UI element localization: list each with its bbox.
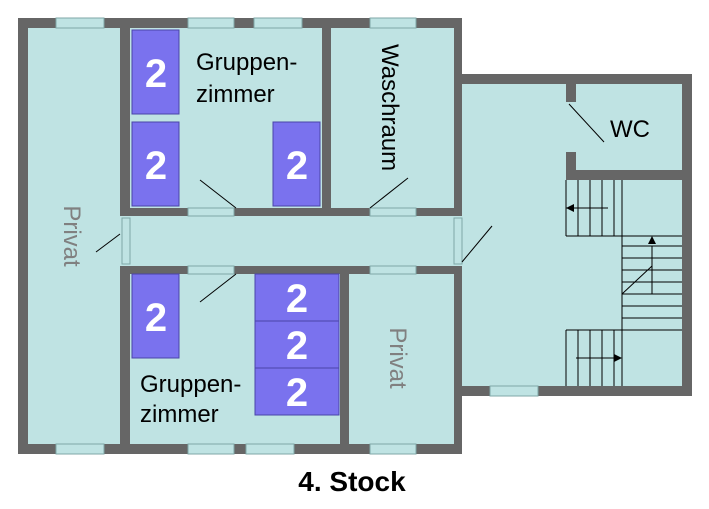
bed-bottom-3-label: 2 <box>286 324 308 368</box>
label-group-room-bottom-line1: Gruppen- <box>140 371 241 398</box>
label-group-room-top-line2: zimmer <box>196 81 275 108</box>
bed-bottom-3 <box>254 320 340 369</box>
label-wc: WC <box>610 116 650 143</box>
bed-top-1 <box>131 29 180 115</box>
bed-top-2 <box>131 121 180 207</box>
wc-door-swing <box>568 103 605 143</box>
bed-top-3 <box>272 121 321 207</box>
room-washroom <box>331 28 454 208</box>
bed-top-2-label: 2 <box>145 144 167 188</box>
beds-top: 2 2 2 <box>131 29 321 207</box>
stair-arrow-left <box>566 204 574 212</box>
staircase <box>565 180 682 386</box>
label-washroom: Waschraum <box>376 44 403 171</box>
label-group-room-bottom-line2: zimmer <box>140 401 219 428</box>
bed-bottom-2-label: 2 <box>286 277 308 321</box>
bed-top-3-label: 2 <box>286 144 308 188</box>
bed-bottom-2 <box>254 273 340 322</box>
stair-arrow-right <box>614 354 622 362</box>
beds-bottom: 2 2 2 2 <box>131 273 340 416</box>
bed-bottom-4 <box>254 367 340 416</box>
wc-door-gap <box>566 102 576 152</box>
label-private-right: Privat <box>384 327 411 389</box>
windows <box>55 17 539 455</box>
stair-arrow-up <box>648 236 656 244</box>
corridor <box>120 216 462 266</box>
room-private-left <box>28 28 120 444</box>
room-wc <box>576 84 682 170</box>
bed-bottom-1-label: 2 <box>145 296 167 340</box>
bed-bottom-1 <box>131 273 180 359</box>
bed-top-1-label: 2 <box>145 52 167 96</box>
label-private-left: Privat <box>58 205 85 267</box>
floor-title: 4. Stock <box>298 466 406 497</box>
door-swings <box>95 177 493 303</box>
bed-bottom-4-label: 2 <box>286 371 308 415</box>
wc-wall-bottom <box>566 170 682 180</box>
label-group-room-top-line1: Gruppen- <box>196 49 297 76</box>
room-private-right <box>349 274 454 444</box>
